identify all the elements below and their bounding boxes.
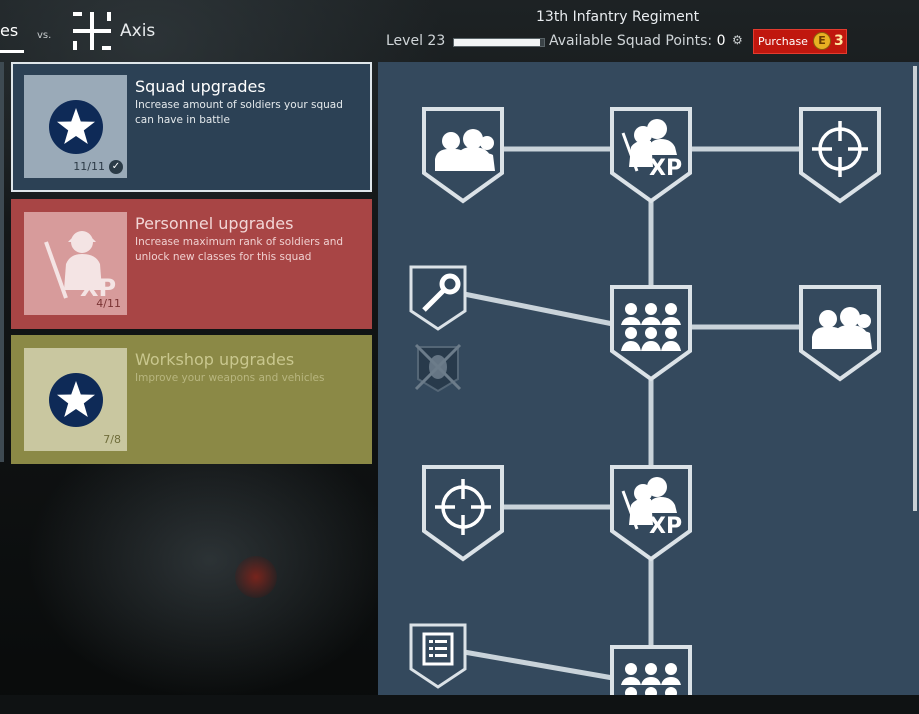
completed-check-icon: ✓ xyxy=(109,160,123,174)
personnel-upgrades-thumbnail: XP 4/11 xyxy=(24,212,127,315)
tree-node-list[interactable] xyxy=(409,623,467,689)
squad-points-value: 0 xyxy=(716,33,726,49)
squad-points-label: Available Squad Points: xyxy=(549,33,713,49)
tree-node-squad-pair[interactable] xyxy=(799,285,881,381)
left-panel-edge xyxy=(0,62,4,462)
tree-node-soldier-xp[interactable] xyxy=(610,465,692,561)
soldier-xp-icon: XP xyxy=(44,231,116,302)
tab-axis[interactable]: Axis xyxy=(120,21,156,41)
tree-node-crosshair[interactable] xyxy=(422,465,504,561)
versus-label: vs. xyxy=(37,30,52,41)
workshop-upgrades-description: Improve your weapons and vehicles xyxy=(135,372,325,384)
tree-node-large-squad[interactable] xyxy=(610,285,692,381)
workshop-upgrades-count: 7/8 xyxy=(103,433,121,446)
workshop-upgrades-thumbnail: 7/8 xyxy=(24,348,127,451)
squad-upgrades-count: 11/11 xyxy=(73,160,105,173)
personnel-upgrades-card[interactable]: XP 4/11 Personnel upgrades Increase maxi… xyxy=(11,199,372,329)
purchase-label: Purchase xyxy=(758,35,808,48)
level-progress-bar xyxy=(453,38,545,47)
regiment-name: 13th Infantry Regiment xyxy=(536,9,700,25)
tab-allies[interactable]: es xyxy=(0,21,19,40)
tree-node-wrench[interactable] xyxy=(409,265,467,331)
tree-node-locked-grenade xyxy=(414,343,462,393)
personnel-upgrades-count: 4/11 xyxy=(96,297,121,310)
gold-coin-icon: E xyxy=(813,32,831,50)
personnel-upgrades-title: Personnel upgrades xyxy=(135,214,294,233)
upgrade-tree-graph: XP xyxy=(409,107,881,695)
squad-upgrades-thumbnail: 11/11 ✓ xyxy=(24,75,127,178)
squad-upgrades-description: Increase amount of soldiers your squad c… xyxy=(135,99,343,126)
allied-star-icon xyxy=(49,100,103,154)
tree-node-squad-pair[interactable] xyxy=(422,107,504,203)
personnel-upgrades-description: Increase maximum rank of soldiers and un… xyxy=(135,236,344,263)
workshop-upgrades-title: Workshop upgrades xyxy=(135,350,295,369)
tree-connectors xyxy=(463,146,802,681)
gold-count: 3 xyxy=(834,33,844,49)
ambient-light-glow xyxy=(235,556,277,598)
allied-star-icon xyxy=(49,373,103,427)
active-tab-underline xyxy=(0,50,24,53)
purchase-button[interactable]: Purchase E 3 xyxy=(753,29,847,54)
level-label: Level 23 xyxy=(386,33,446,49)
tree-scrollbar[interactable] xyxy=(913,66,917,511)
axis-cross-icon[interactable] xyxy=(73,12,111,50)
squad-points: Available Squad Points: 0 xyxy=(549,33,726,49)
tree-node-large-squad[interactable] xyxy=(610,645,692,695)
svg-text:XP: XP xyxy=(80,274,116,302)
squad-upgrades-card[interactable]: 11/11 ✓ Squad upgrades Increase amount o… xyxy=(11,62,372,192)
upgrade-tree-panel: XP xyxy=(378,62,919,695)
tree-node-crosshair[interactable] xyxy=(799,107,881,203)
tree-node-soldier-xp[interactable] xyxy=(610,107,692,203)
bottom-bar xyxy=(0,695,919,714)
level-progress-fill xyxy=(454,39,540,46)
workshop-upgrades-card[interactable]: 7/8 Workshop upgrades Improve your weapo… xyxy=(11,335,372,464)
squad-points-gear-icon: ⚙ xyxy=(732,33,743,47)
squad-upgrades-title: Squad upgrades xyxy=(135,77,266,96)
